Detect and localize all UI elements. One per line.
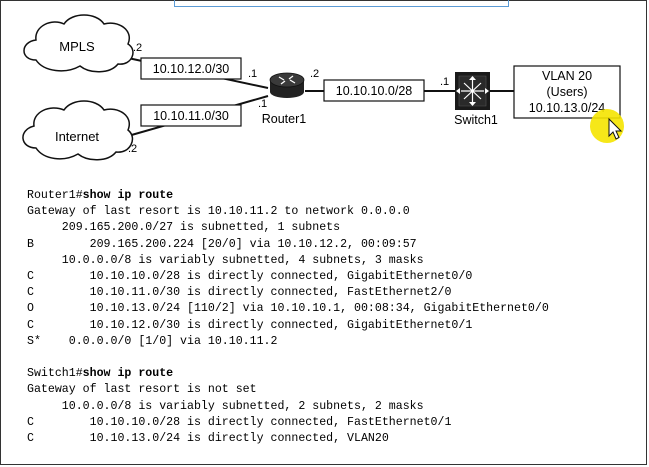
router-line: 10.0.0.0/8 is variably subnetted, 4 subn… xyxy=(27,253,424,267)
mpls-cloud-icon xyxy=(23,14,134,73)
vlan-name: VLAN 20 xyxy=(542,69,592,83)
router-prompt: Router1# xyxy=(27,189,83,202)
switch-line: C 10.10.10.0/28 is directly connected, F… xyxy=(27,415,452,429)
internet-label: Internet xyxy=(55,129,99,144)
switch-prompt: Switch1# xyxy=(27,367,83,381)
subnet-box-mpls xyxy=(140,57,242,80)
router-line: C 10.10.12.0/30 is directly connected, G… xyxy=(27,318,473,332)
router-line: 209.165.200.0/27 is subnetted, 1 subnets xyxy=(27,221,341,235)
top-text-box-edge xyxy=(174,0,509,7)
internet-interface-label: .2 xyxy=(128,143,137,155)
router-line: C 10.10.11.0/30 is directly connected, F… xyxy=(27,286,452,300)
mpls-interface-label: .2 xyxy=(133,42,142,54)
vlan-description: (Users) xyxy=(547,85,588,99)
subnet-label-mpls: 10.10.12.0/30 xyxy=(153,62,230,76)
subnet-label-internet: 10.10.11.0/30 xyxy=(153,109,229,123)
router-line: B 209.165.200.224 [20/0] via 10.10.12.2,… xyxy=(27,237,417,251)
switch-line: 10.0.0.0/8 is variably subnetted, 2 subn… xyxy=(27,399,424,413)
router-line: C 10.10.10.0/28 is directly connected, G… xyxy=(27,270,473,284)
cli-output: Router1#show ip route Gateway of last re… xyxy=(27,188,549,447)
subnet-box-router-switch xyxy=(323,79,425,102)
subnet-label-router-switch: 10.10.10.0/28 xyxy=(336,84,413,98)
subnet-box-internet xyxy=(140,104,242,127)
switch-icon xyxy=(455,72,490,110)
router-icon xyxy=(269,72,305,98)
router-line: O 10.10.13.0/24 [110/2] via 10.10.10.1, … xyxy=(27,302,549,316)
router-mpls-interface-label: .1 xyxy=(248,68,257,80)
router-switch-interface-label: .2 xyxy=(310,68,319,80)
internet-cloud-icon xyxy=(22,100,134,161)
mpls-label: MPLS xyxy=(59,39,95,54)
router-line: Gateway of last resort is 10.10.11.2 to … xyxy=(27,205,410,219)
switch-label: Switch1 xyxy=(454,113,498,127)
router-line: S* 0.0.0.0/0 [1/0] via 10.10.11.2 xyxy=(27,334,278,348)
router-command: show ip route xyxy=(82,189,174,202)
switch-router-interface-label: .1 xyxy=(440,76,449,88)
network-diagram: MPLS Internet 10.10.12.0/30 10.10.11.0/3… xyxy=(22,14,624,161)
vlan-box xyxy=(513,65,621,119)
router-internet-interface-label: .1 xyxy=(258,98,267,110)
switch-command: show ip route xyxy=(82,367,174,381)
vlan-subnet: 10.10.13.0/24 xyxy=(529,101,606,115)
router-label: Router1 xyxy=(262,112,307,126)
switch-line: Gateway of last resort is not set xyxy=(27,383,257,397)
switch-line: C 10.10.13.0/24 is directly connected, V… xyxy=(27,432,389,446)
mouse-pointer-icon xyxy=(608,117,623,140)
